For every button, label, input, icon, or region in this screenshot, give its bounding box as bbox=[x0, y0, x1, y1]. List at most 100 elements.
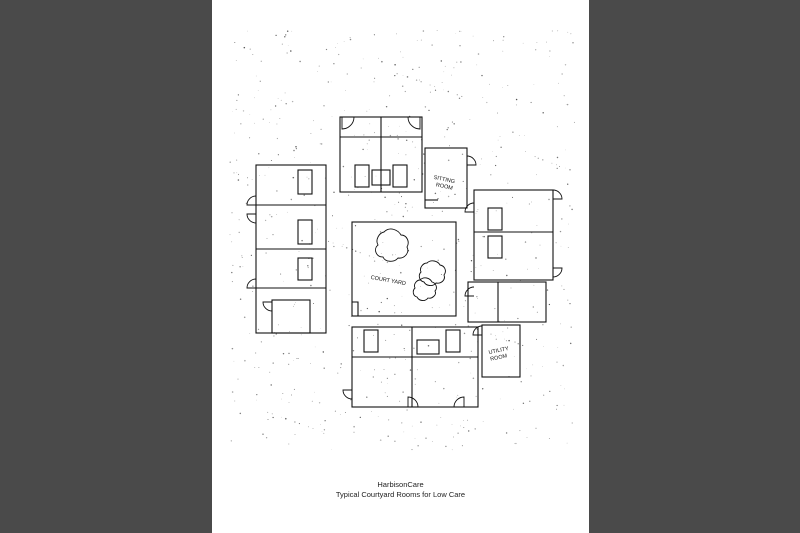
scan-speckle bbox=[394, 440, 396, 443]
scan-speckle bbox=[479, 164, 481, 165]
scan-speckle bbox=[397, 138, 399, 140]
scan-speckle bbox=[406, 409, 408, 411]
scan-speckle bbox=[231, 212, 233, 214]
scan-speckle bbox=[267, 411, 269, 413]
scan-speckle bbox=[486, 101, 488, 104]
scan-speckle bbox=[262, 118, 264, 120]
scan-speckle bbox=[342, 244, 344, 245]
scan-speckle bbox=[460, 425, 461, 427]
scan-speckle bbox=[296, 357, 298, 360]
scan-speckle bbox=[265, 252, 267, 254]
scan-speckle bbox=[414, 383, 416, 385]
scan-speckle bbox=[499, 398, 501, 400]
scan-speckle bbox=[291, 30, 293, 32]
scan-speckle bbox=[257, 328, 260, 331]
scan-speckle bbox=[312, 257, 314, 259]
scan-speckle bbox=[348, 194, 350, 196]
scan-speckle bbox=[286, 30, 289, 32]
scan-speckle bbox=[427, 345, 430, 347]
scan-speckle bbox=[420, 421, 422, 423]
scan-speckle bbox=[321, 431, 323, 432]
scan-speckle bbox=[350, 316, 352, 317]
scan-speckle bbox=[405, 139, 408, 142]
scan-speckle bbox=[425, 437, 427, 439]
scan-speckle bbox=[434, 86, 436, 87]
scan-speckle bbox=[418, 79, 420, 81]
scan-speckle bbox=[548, 438, 550, 439]
scan-speckle bbox=[449, 304, 451, 306]
scan-speckle bbox=[467, 430, 470, 432]
scan-speckle bbox=[460, 61, 462, 63]
scan-speckle bbox=[232, 264, 234, 266]
scan-speckle bbox=[463, 427, 465, 429]
scan-speckle bbox=[353, 431, 355, 433]
scan-speckle bbox=[440, 417, 442, 419]
scan-speckle bbox=[549, 56, 550, 57]
scan-speckle bbox=[362, 58, 364, 60]
scan-speckle bbox=[535, 427, 537, 429]
scan-speckle bbox=[249, 333, 251, 334]
scan-speckle bbox=[396, 73, 398, 75]
scan-speckle bbox=[467, 325, 470, 327]
scan-speckle bbox=[414, 146, 416, 148]
scan-speckle bbox=[530, 375, 532, 377]
scan-speckle bbox=[273, 335, 275, 337]
scan-speckle bbox=[230, 440, 232, 442]
scan-speckle bbox=[502, 331, 504, 333]
scan-speckle bbox=[458, 240, 460, 242]
scan-speckle bbox=[276, 190, 278, 192]
scan-speckle bbox=[239, 298, 242, 301]
scan-speckle bbox=[377, 323, 379, 326]
scan-speckle bbox=[360, 67, 362, 69]
scan-speckle bbox=[494, 308, 496, 310]
scan-speckle bbox=[474, 312, 476, 314]
scan-speckle bbox=[368, 108, 370, 110]
scan-speckle bbox=[417, 445, 419, 447]
scan-speckle bbox=[490, 174, 492, 176]
tree-1 bbox=[375, 228, 409, 262]
scan-speckle bbox=[480, 265, 482, 267]
scan-speckle bbox=[505, 258, 507, 260]
scan-speckle bbox=[460, 30, 462, 32]
scan-speckle bbox=[252, 291, 254, 292]
scan-speckle bbox=[497, 112, 498, 114]
scan-speckle bbox=[286, 52, 288, 54]
scan-speckle bbox=[337, 372, 339, 374]
scan-speckle bbox=[243, 46, 246, 49]
scan-speckle bbox=[295, 269, 297, 271]
scan-speckle bbox=[502, 39, 504, 41]
scan-speckle bbox=[238, 219, 240, 221]
scan-speckle bbox=[526, 368, 527, 370]
scan-speckle bbox=[399, 400, 401, 402]
scan-speckle bbox=[537, 157, 539, 159]
scan-speckle bbox=[440, 274, 442, 276]
scan-speckle bbox=[323, 367, 325, 369]
scan-speckle bbox=[353, 425, 355, 428]
scan-speckle bbox=[503, 36, 505, 38]
scan-speckle bbox=[556, 126, 558, 128]
scan-speckle bbox=[272, 416, 274, 419]
scan-speckle bbox=[526, 437, 528, 438]
scan-speckle bbox=[333, 245, 335, 248]
scan-speckle bbox=[303, 194, 305, 196]
scan-speckle bbox=[415, 79, 418, 81]
scan-speckle bbox=[500, 146, 502, 148]
scan-speckle bbox=[277, 154, 279, 156]
scan-speckle bbox=[260, 341, 263, 343]
scan-speckle bbox=[231, 391, 234, 393]
scan-speckle bbox=[318, 402, 321, 404]
scan-speckle bbox=[366, 143, 368, 145]
utility-room bbox=[481, 324, 521, 378]
scan-speckle bbox=[372, 376, 374, 378]
scan-speckle bbox=[287, 45, 289, 46]
plan-walls bbox=[255, 116, 554, 408]
scan-speckle bbox=[573, 121, 575, 123]
scan-speckle bbox=[535, 49, 537, 51]
scan-speckle bbox=[565, 167, 566, 169]
scan-speckle bbox=[567, 31, 569, 33]
scan-speckle bbox=[458, 361, 460, 364]
scan-speckle bbox=[265, 437, 268, 439]
scan-speckle bbox=[349, 38, 352, 41]
scan-speckle bbox=[262, 433, 264, 435]
scan-speckle bbox=[277, 324, 279, 326]
